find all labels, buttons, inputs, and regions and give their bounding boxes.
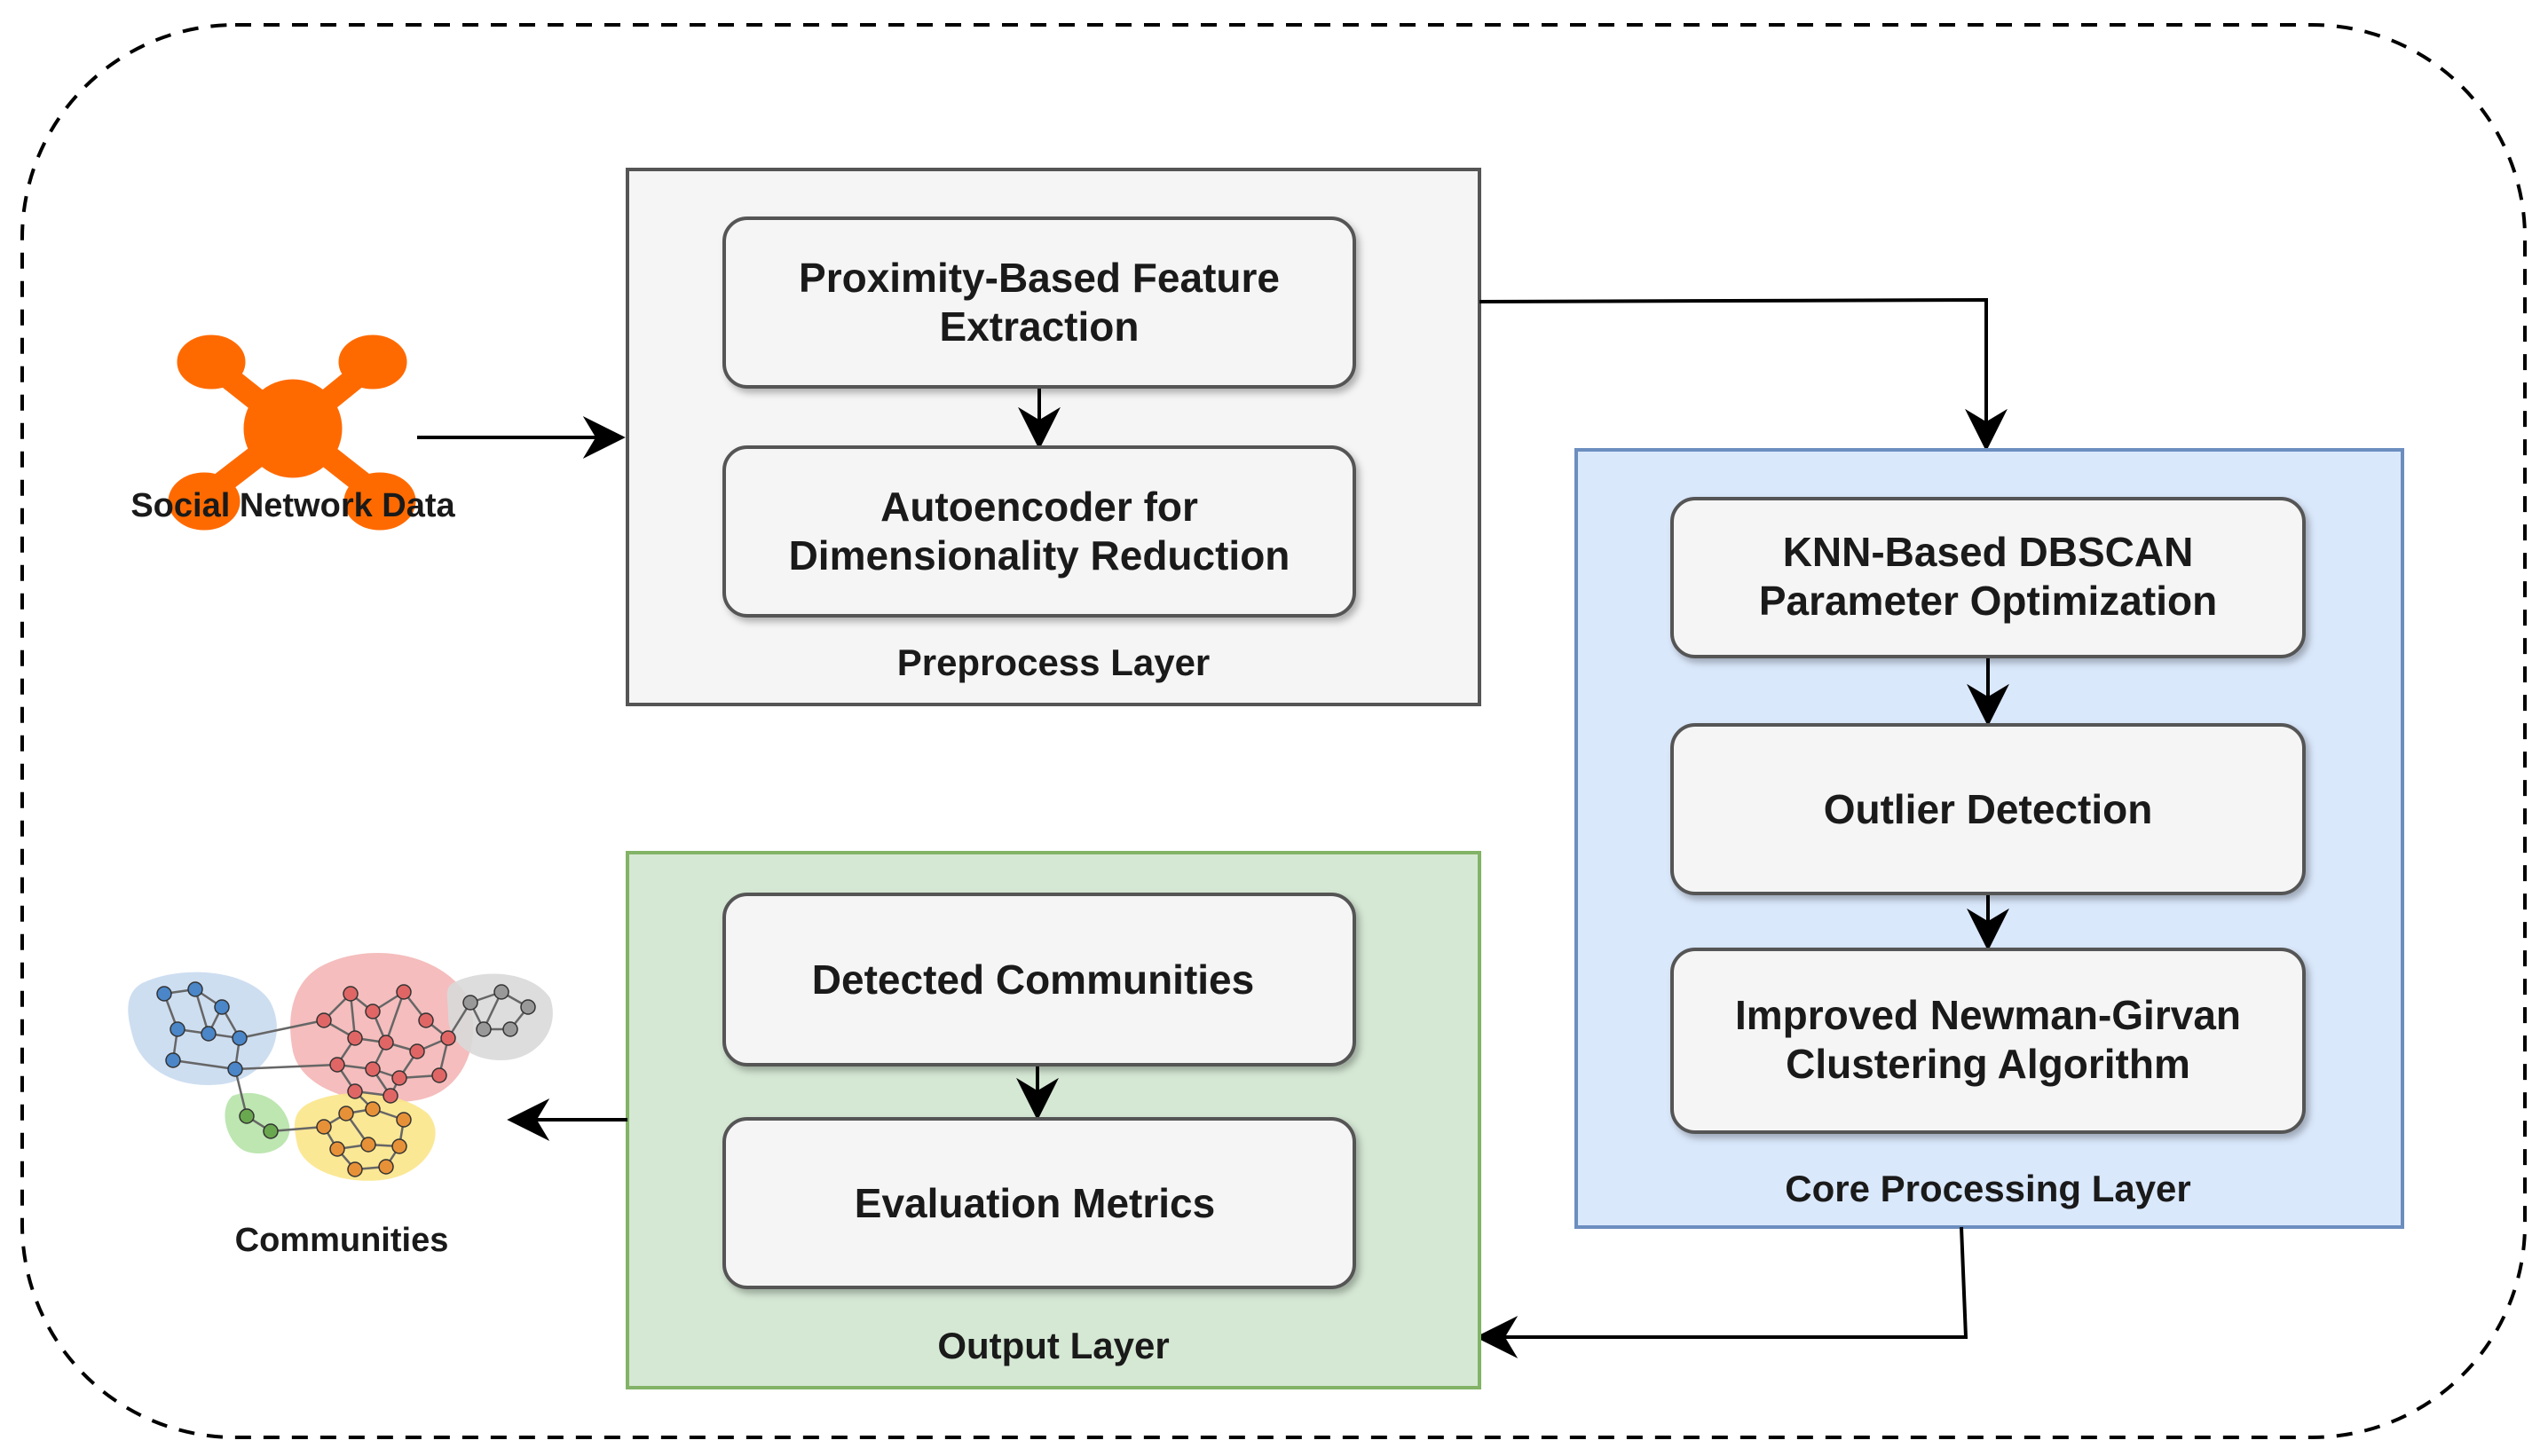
step-dbscan-line1: KNN-Based DBSCAN	[1783, 529, 2194, 575]
community-node	[263, 1123, 279, 1139]
community-node	[232, 1030, 248, 1046]
community-node	[462, 995, 478, 1011]
community-node	[365, 1101, 381, 1117]
community-node	[360, 1137, 376, 1153]
result-node: Communities	[128, 953, 553, 1259]
community-node	[201, 1026, 217, 1042]
core-processing-layer: KNN-Based DBSCAN Parameter Optimization …	[1574, 448, 2404, 1229]
community-node	[187, 981, 203, 997]
output-layer: Detected Communities Evaluation Metrics …	[626, 851, 1481, 1389]
step-autoencoder: Autoencoder for Dimensionality Reduction	[722, 445, 1356, 618]
step-dbscan-optimization: KNN-Based DBSCAN Parameter Optimization	[1670, 497, 2306, 658]
community-node	[329, 1141, 345, 1157]
community-node	[396, 1112, 412, 1128]
step-feature-extraction-line2: Extraction	[940, 303, 1140, 350]
arrow-preprocess-to-core	[1479, 297, 2008, 452]
step-evaluation-metrics-line1: Evaluation Metrics	[855, 1180, 1215, 1226]
community-edge	[239, 1019, 325, 1040]
community-edge	[384, 991, 406, 1043]
community-node	[214, 999, 230, 1015]
community-node	[520, 999, 536, 1015]
result-node-label: Communities	[235, 1222, 449, 1259]
step-outlier-line1: Outlier Detection	[1824, 786, 2153, 832]
preprocess-layer: Proximity-Based Feature Extraction Autoe…	[626, 168, 1481, 706]
community-node	[329, 1057, 345, 1073]
community-node	[502, 1021, 518, 1037]
community-node	[365, 1061, 381, 1077]
community-edge	[233, 1068, 248, 1117]
community-node	[378, 1035, 394, 1051]
community-edge	[270, 1125, 325, 1133]
step-autoencoder-line1: Autoencoder for	[880, 484, 1198, 530]
community-node	[391, 1070, 407, 1086]
step-newman-line1: Improved Newman-Girvan	[1735, 992, 2241, 1038]
community-node	[165, 1052, 181, 1068]
step-detected-communities: Detected Communities	[722, 893, 1356, 1066]
step-newman-girvan: Improved Newman-Girvan Clustering Algori…	[1670, 948, 2306, 1134]
community-node	[316, 1119, 332, 1135]
system-boundary	[20, 23, 2527, 1439]
output-layer-label: Output Layer	[937, 1325, 1169, 1366]
step-feature-extraction-line1: Proximity-Based Feature	[799, 255, 1280, 301]
community-node	[440, 1030, 456, 1046]
step-feature-extraction: Proximity-Based Feature Extraction	[722, 216, 1356, 389]
community-node	[431, 1067, 447, 1083]
community-node	[347, 1030, 363, 1046]
community-blob-gray	[446, 973, 553, 1060]
community-node	[156, 986, 172, 1002]
community-node	[493, 984, 509, 1000]
arrow-core-to-output	[1475, 1226, 1968, 1358]
community-node	[338, 1106, 354, 1122]
step-detected-communities-line1: Detected Communities	[812, 956, 1254, 1003]
source-node: Social Network Data	[130, 334, 456, 531]
community-node	[170, 1021, 185, 1037]
community-node	[476, 1021, 492, 1037]
community-node	[391, 1138, 407, 1154]
step-autoencoder-line2: Dimensionality Reduction	[789, 532, 1290, 578]
community-node	[383, 1088, 398, 1104]
network-hub-icon	[168, 334, 416, 531]
community-node	[347, 1161, 363, 1177]
community-node	[347, 1083, 363, 1099]
community-node	[396, 984, 412, 1000]
community-node	[365, 1003, 381, 1019]
source-node-label: Social Network Data	[130, 487, 455, 524]
community-node	[343, 986, 359, 1002]
community-edge	[234, 1063, 338, 1071]
step-newman-line2: Clustering Algorithm	[1786, 1041, 2190, 1087]
step-dbscan-line2: Parameter Optimization	[1759, 578, 2217, 624]
step-outlier-detection: Outlier Detection	[1670, 723, 2306, 895]
core-layer-label: Core Processing Layer	[1785, 1168, 2191, 1209]
community-node	[316, 1012, 332, 1028]
community-node	[378, 1159, 394, 1175]
community-blob-red	[290, 953, 474, 1103]
community-node	[227, 1061, 243, 1077]
community-node	[418, 1012, 434, 1028]
step-evaluation-metrics: Evaluation Metrics	[722, 1117, 1356, 1289]
preprocess-layer-label: Preprocess Layer	[897, 641, 1211, 683]
community-node	[239, 1108, 255, 1124]
community-node	[409, 1043, 425, 1059]
community-edge	[172, 1059, 236, 1071]
community-graph-icon	[128, 953, 553, 1181]
